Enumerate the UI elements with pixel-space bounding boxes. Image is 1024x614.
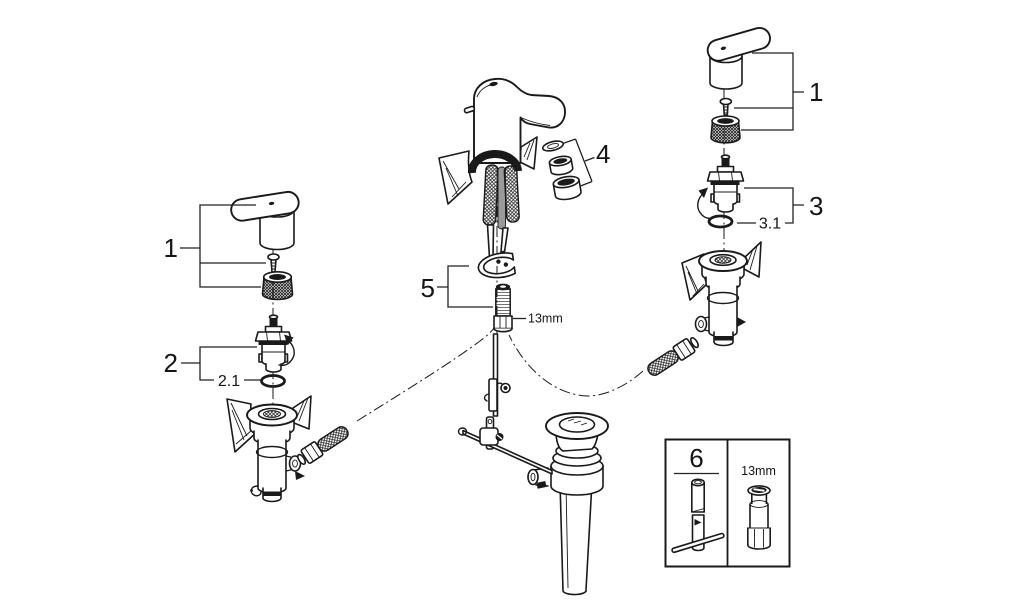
spout-body — [473, 77, 566, 164]
right-valve-body-assembly — [647, 241, 762, 376]
callout-left-2: 2 2.1 — [164, 346, 261, 390]
horseshoe-bracket — [477, 252, 517, 279]
left-handle-cap — [261, 270, 294, 301]
handle-base — [709, 55, 743, 90]
callout-label-left-1: 1 — [164, 233, 178, 263]
base-collar — [467, 149, 522, 174]
right-handle-cap — [710, 115, 741, 144]
drain-tee-port — [527, 468, 539, 486]
callout-label-left-2: 2 — [164, 348, 178, 378]
rod-clevis — [488, 378, 498, 412]
braided-hose — [647, 350, 679, 376]
left-supply-hose — [297, 426, 349, 465]
t-pin — [671, 532, 725, 554]
callout-left-1: 1 — [164, 204, 266, 288]
aerator-set — [541, 140, 582, 201]
callout-5: 5 13mm — [421, 265, 563, 326]
deck-wing-left — [438, 150, 473, 205]
tool-socket-size-label: 13mm — [741, 464, 776, 478]
socket-size-label: 13mm — [528, 312, 563, 326]
callout-right-1: 1 — [734, 52, 823, 131]
left-cartridge — [254, 314, 295, 373]
left-handle-assembly — [230, 190, 300, 251]
callout-right-3: 3 3.1 — [737, 187, 823, 233]
right-cartridge-oring — [707, 214, 734, 229]
spout-assembly — [438, 77, 566, 259]
braided-hose — [317, 426, 349, 452]
aerator-housing — [552, 175, 582, 201]
callout-label-4: 4 — [596, 139, 610, 169]
callout-4: 4 — [562, 138, 610, 187]
pop-up-waste-assembly — [527, 412, 609, 596]
callout-label-right-3-1: 3.1 — [759, 216, 781, 233]
right-handle-assembly — [706, 26, 771, 90]
olive-washer — [297, 453, 307, 465]
spout-supply-hoses — [482, 164, 520, 259]
tool-number-label: 6 — [689, 443, 703, 473]
mounting-stud — [495, 288, 511, 317]
callout-label-left-2-1: 2.1 — [218, 373, 240, 390]
spout-top-hole — [489, 81, 498, 87]
rod-clamp — [479, 427, 499, 446]
left-cartridge-oring — [260, 374, 286, 388]
horizontal-pivot-rod — [462, 429, 553, 475]
pop-up-rod-linkage — [457, 333, 553, 475]
mounting-set — [477, 252, 517, 333]
right-handle-screw — [719, 97, 733, 116]
left-valve-body-assembly — [226, 395, 349, 503]
left-handle-screw — [267, 253, 280, 273]
left-supply-connection-line — [356, 319, 499, 422]
hex-key-tool — [671, 478, 725, 554]
side-pin — [463, 105, 476, 114]
lift-rod — [492, 333, 499, 417]
callout-label-right-1: 1 — [809, 77, 823, 107]
handle-lever — [230, 190, 300, 222]
right-cartridge — [697, 154, 745, 220]
callout-label-5: 5 — [421, 273, 435, 303]
socket-tool — [747, 485, 771, 550]
tool-legend-box: 6 13mm — [664, 438, 791, 568]
callout-label-right-3: 3 — [809, 191, 823, 221]
right-supply-hose — [647, 337, 699, 376]
right-supply-connection-line — [508, 334, 644, 397]
deck-wing-right — [519, 136, 538, 170]
handle-lever — [706, 26, 771, 62]
olive-washer — [689, 337, 699, 349]
rotation-arrow — [278, 338, 295, 367]
aerator-insert — [548, 155, 574, 176]
tailpipe — [559, 481, 593, 596]
handle-base — [259, 209, 295, 251]
aerator-washer — [541, 140, 565, 152]
right-valve-outlet-port — [694, 315, 708, 333]
